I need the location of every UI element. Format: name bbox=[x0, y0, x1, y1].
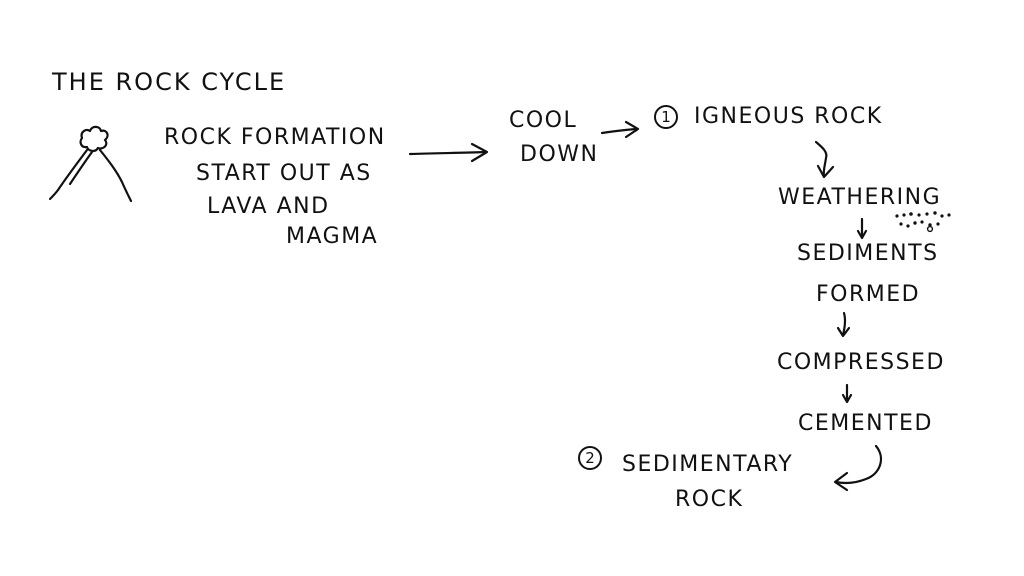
step-1-badge: 1 bbox=[654, 105, 678, 129]
sediments-line-2: FORMED bbox=[816, 282, 921, 307]
page-title: THE ROCK CYCLE bbox=[52, 68, 287, 96]
arrow-compressed-to-cemented bbox=[841, 383, 853, 404]
weathering-label: WEATHERING bbox=[778, 185, 942, 210]
sedimentary-line-2: ROCK bbox=[675, 487, 744, 512]
igneous-rock-label: IGNEOUS ROCK bbox=[694, 104, 883, 129]
cemented-label: CEMENTED bbox=[798, 411, 933, 436]
arrow-cemented-to-sedimentary bbox=[833, 444, 883, 492]
formation-line-4: MAGMA bbox=[286, 224, 379, 249]
arrow-igneous-to-weathering bbox=[814, 140, 835, 179]
compressed-label: COMPRESSED bbox=[777, 350, 945, 375]
arrow-weathering-to-sediments bbox=[856, 217, 868, 240]
volcano-icon bbox=[48, 125, 133, 203]
sedimentary-line-1: SEDIMENTARY bbox=[622, 452, 794, 477]
sediment-particles-icon bbox=[895, 211, 951, 233]
step-2-badge: 2 bbox=[578, 446, 602, 470]
arrow-formation-to-cooldown bbox=[408, 142, 489, 163]
formation-line-1: ROCK FORMATION bbox=[164, 125, 386, 150]
arrow-cooldown-to-igneous bbox=[600, 120, 640, 139]
formation-line-3: LAVA AND bbox=[207, 194, 330, 219]
cool-down-line-1: COOL bbox=[509, 108, 578, 133]
formation-line-2: START OUT AS bbox=[196, 161, 372, 186]
cool-down-line-2: DOWN bbox=[520, 142, 599, 167]
arrow-sediments-to-compressed bbox=[836, 311, 851, 338]
sediments-line-1: SEDIMENTS bbox=[797, 241, 939, 266]
